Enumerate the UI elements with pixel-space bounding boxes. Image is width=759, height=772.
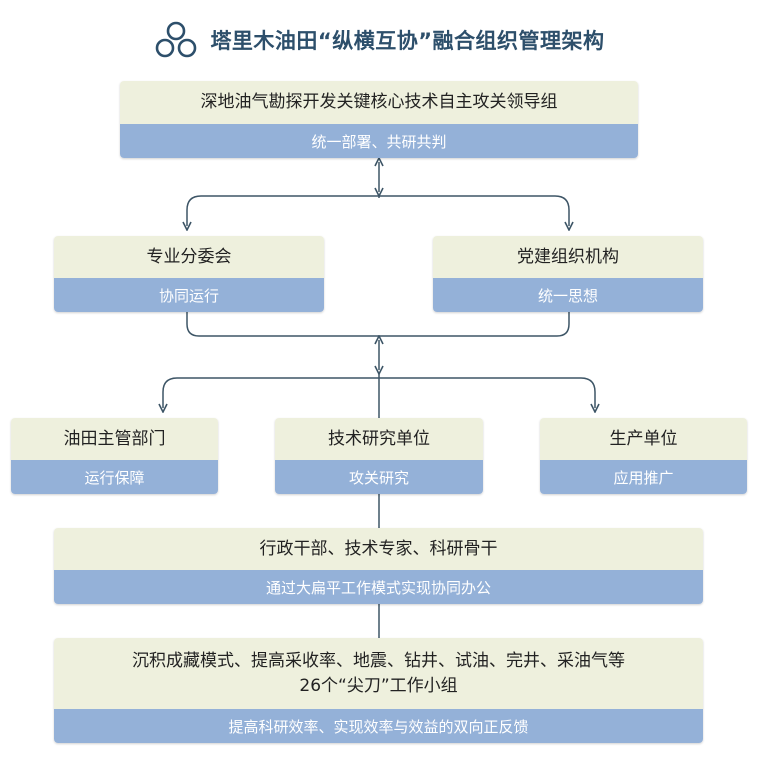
box-label: 行政干部、技术专家、科研骨干: [54, 528, 703, 570]
box-role: 应用推广: [540, 460, 747, 494]
box-role: 协同运行: [54, 278, 324, 312]
box-role: 攻关研究: [275, 460, 483, 494]
research-unit-box: 技术研究单位 攻关研究: [275, 418, 483, 494]
branch-level2: [187, 195, 569, 226]
oilfield-dept-box: 油田主管部门 运行保障: [11, 418, 218, 494]
party-org-box: 党建组织机构 统一思想: [433, 236, 703, 312]
merge-level2: [186, 312, 570, 337]
box-label: 专业分委会: [54, 236, 324, 278]
box-role: 提高科研效率、实现效率与效益的双向正反馈: [54, 709, 703, 743]
staff-box: 行政干部、技术专家、科研骨干 通过大扁平工作模式实现协同办公: [54, 528, 703, 604]
three-circles-logo-icon: [156, 21, 197, 58]
box-role: 统一部署、共研共判: [120, 124, 638, 158]
branch-level3: [163, 377, 595, 408]
box-role: 运行保障: [11, 460, 218, 494]
title-row: 塔里木油田“纵横互协”融合组织管理架构: [0, 18, 759, 62]
task-force-box: 沉积成藏模式、提高采收率、地震、钻井、试油、完井、采油气等 26个“尖刀”工作小…: [54, 638, 703, 743]
box-label: 沉积成藏模式、提高采收率、地震、钻井、试油、完井、采油气等 26个“尖刀”工作小…: [54, 638, 703, 709]
box-label: 深地油气勘探开发关键核心技术自主攻关领导组: [120, 81, 638, 124]
box-label: 油田主管部门: [11, 418, 218, 460]
box-label: 党建组织机构: [433, 236, 703, 278]
box-label: 生产单位: [540, 418, 747, 460]
leadership-group-box: 深地油气勘探开发关键核心技术自主攻关领导组 统一部署、共研共判: [120, 81, 638, 158]
box-role: 通过大扁平工作模式实现协同办公: [54, 570, 703, 604]
box-role: 统一思想: [433, 278, 703, 312]
diagram-title: 塔里木油田“纵横互协”融合组织管理架构: [210, 29, 605, 53]
box-label-line1: 沉积成藏模式、提高采收率、地震、钻井、试油、完井、采油气等: [132, 650, 625, 671]
committee-box: 专业分委会 协同运行: [54, 236, 324, 312]
production-unit-box: 生产单位 应用推广: [540, 418, 747, 494]
box-label-line2: 26个“尖刀”工作小组: [299, 675, 458, 696]
box-label: 技术研究单位: [275, 418, 483, 460]
